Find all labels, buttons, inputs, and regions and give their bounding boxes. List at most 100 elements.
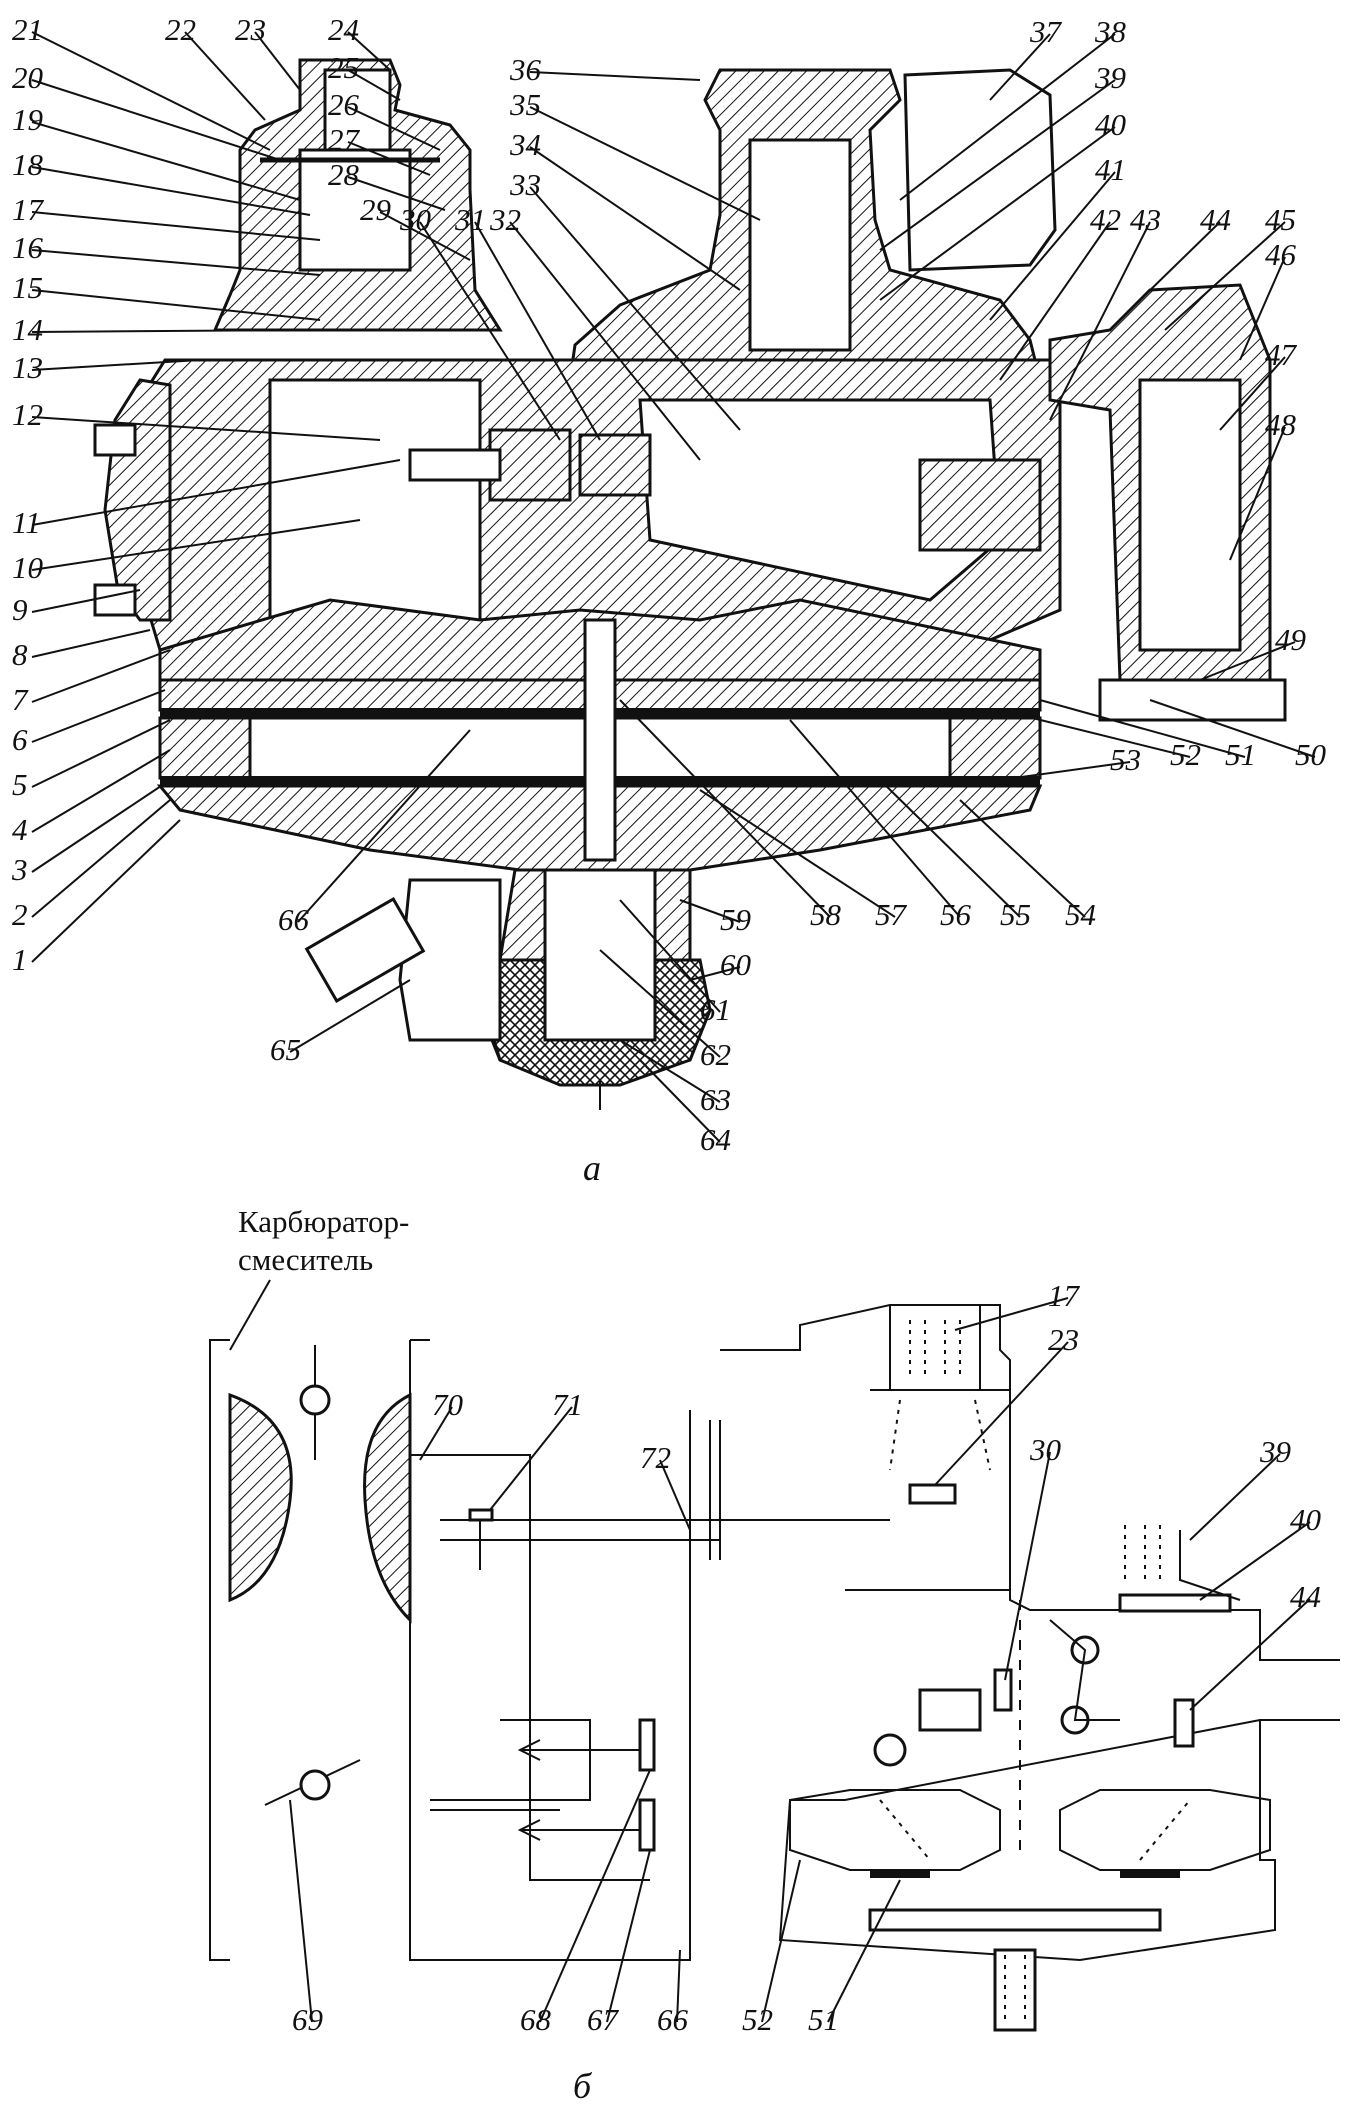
- leader-40: [879, 126, 1116, 301]
- callout-30: 30: [1029, 1432, 1062, 1467]
- leader-72: [659, 1459, 691, 1531]
- valve-68: [638, 1718, 656, 1772]
- diaphragm-box-left: [789, 1789, 1001, 1871]
- callout-15: 15: [12, 270, 43, 305]
- callout-27: 27: [328, 122, 361, 157]
- leader-68: [539, 1769, 651, 2023]
- callout-25: 25: [328, 50, 359, 85]
- economizer-arrow-lower: [517, 1819, 640, 1841]
- leader-49: [1199, 641, 1296, 681]
- lever-bracket-65: [398, 878, 502, 1042]
- lever-39: [1179, 1530, 1241, 1601]
- valve-71: [468, 1508, 494, 1522]
- leader-65: [289, 979, 411, 1053]
- leader-23: [254, 31, 301, 91]
- lever-pivot: [873, 1733, 907, 1767]
- callout-70: 70: [432, 1387, 464, 1422]
- bottom-spring-chamber: [543, 868, 657, 1042]
- auxiliary-cap-36: [903, 68, 1057, 272]
- callout-14: 14: [12, 312, 43, 347]
- callout-7: 7: [12, 682, 29, 717]
- figure-b-schematic: [209, 1304, 1340, 2032]
- callout-24: 24: [328, 12, 359, 47]
- callout-21: 21: [12, 12, 43, 47]
- callout-69: 69: [292, 2002, 323, 2037]
- leader-15: [31, 289, 321, 321]
- callout-36: 36: [509, 52, 542, 87]
- economizer-box-68: [500, 1719, 591, 1801]
- leader-29: [379, 211, 471, 261]
- inlet-valve-44: [918, 458, 1042, 552]
- leader-41: [989, 171, 1116, 321]
- valve-30: [993, 1668, 1013, 1712]
- callout-10: 10: [12, 550, 44, 585]
- leader-3: [31, 779, 171, 873]
- leader-12: [31, 416, 381, 441]
- leader-52: [999, 709, 1191, 758]
- leader-22: [184, 31, 266, 121]
- leader-10: [31, 519, 361, 571]
- callout-60: 60: [720, 947, 752, 982]
- valve-44: [1173, 1698, 1195, 1748]
- callout-5: 5: [12, 767, 28, 802]
- callout-39: 39: [1259, 1434, 1291, 1469]
- callout-44: 44: [1200, 202, 1231, 237]
- bottom-spring: [1004, 1955, 1026, 2025]
- leader-35: [529, 106, 761, 221]
- valve-23: [908, 1483, 957, 1505]
- callout-45: 45: [1265, 202, 1296, 237]
- leader-36: [529, 71, 701, 81]
- venturi-left: [228, 1392, 293, 1603]
- leader-20: [31, 79, 281, 161]
- callout-53: 53: [1110, 742, 1141, 777]
- callout-20: 20: [12, 60, 44, 95]
- top-cap-inner-chamber: [298, 148, 412, 272]
- spring-40: [1124, 1525, 1161, 1585]
- leader-39: [879, 79, 1116, 251]
- leader-44: [1139, 221, 1221, 301]
- lever-linkage: [1049, 1619, 1120, 1721]
- callout-42: 42: [1090, 202, 1121, 237]
- callout-22: 22: [165, 12, 196, 47]
- leader-39: [1189, 1453, 1281, 1541]
- carburetor-wall-left: [209, 1339, 230, 1961]
- leader-66: [676, 1949, 681, 2023]
- callout-44: 44: [1290, 1579, 1321, 1614]
- leader-38: [899, 33, 1116, 201]
- leader-8: [31, 629, 151, 658]
- callout-56: 56: [940, 897, 972, 932]
- leader-33: [529, 186, 741, 431]
- leader-17: [954, 1297, 1069, 1331]
- carburetor-mixer-title-line1: Карбюратор-: [238, 1204, 409, 1239]
- channel-vertical: [709, 1420, 721, 1560]
- filter-base-48: [1098, 678, 1287, 722]
- leader-6: [31, 689, 166, 743]
- leader-26: [347, 106, 441, 151]
- diaphragm-plate: [868, 1908, 1162, 1932]
- leader-57: [699, 789, 896, 918]
- callout-71: 71: [552, 1387, 583, 1422]
- leader-53: [999, 761, 1131, 781]
- diaphragm-left-flange: [158, 716, 252, 780]
- leader-1: [31, 819, 181, 963]
- callout-49: 49: [1275, 622, 1306, 657]
- leader-67: [606, 1849, 651, 2023]
- callout-28: 28: [328, 157, 360, 192]
- leader-66: [297, 729, 471, 923]
- leader-61: [619, 899, 721, 1013]
- leader-14: [31, 329, 301, 333]
- leader-32: [509, 221, 701, 461]
- regulator-spring-box: [889, 1305, 981, 1391]
- callout-34: 34: [509, 127, 541, 162]
- callout-23: 23: [235, 12, 266, 47]
- filter-element-47: [1138, 378, 1242, 652]
- leader-63: [619, 1039, 721, 1103]
- leader-27: [347, 141, 431, 176]
- throttle-valve-69: [299, 1769, 331, 1801]
- leader-7: [31, 649, 171, 703]
- leader-55: [879, 779, 1021, 918]
- leader-47: [1219, 356, 1286, 431]
- right-top-spring-chamber: [748, 138, 852, 352]
